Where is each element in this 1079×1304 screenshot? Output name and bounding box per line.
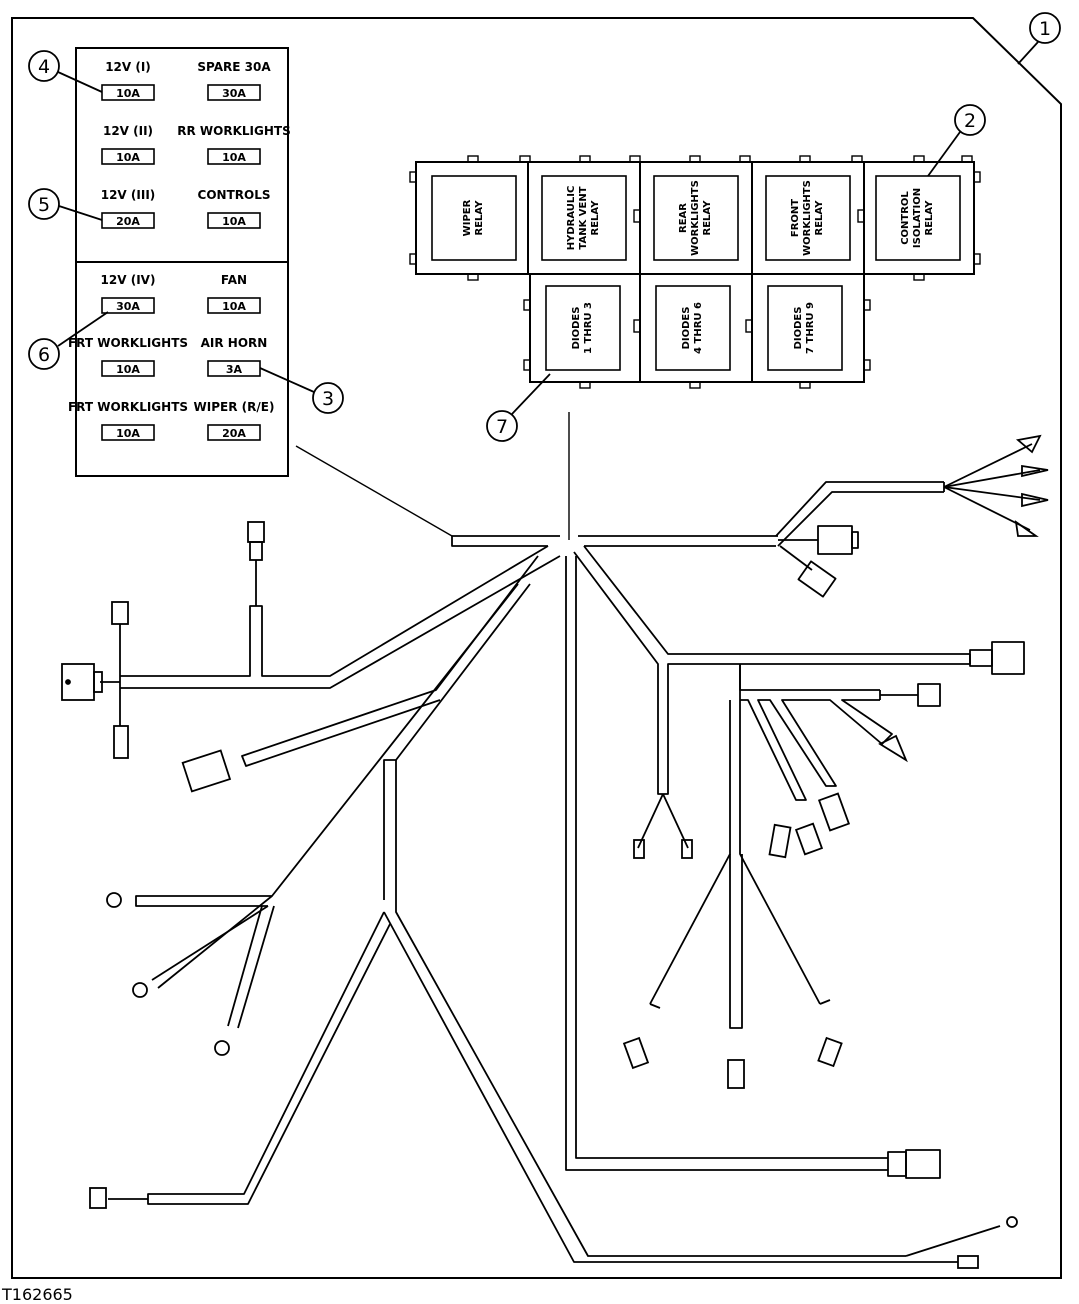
fuse-label: RR WORKLIGHTS: [177, 124, 290, 138]
callouts: [28, 12, 1061, 442]
fuse-label: FRT WORKLIGHTS: [68, 336, 188, 350]
fuse-label: FAN: [221, 273, 247, 287]
fuse-label: 12V (IV): [101, 273, 156, 287]
callout-numbers: 1 2 3 4 5 6 7: [38, 18, 1051, 438]
fuse-label: WIPER (R/E): [194, 400, 275, 414]
callout-number: 4: [38, 56, 50, 78]
wire-harness: [100, 412, 1041, 1263]
diode-label: DIODES1 THRU 3: [571, 302, 594, 354]
callout-number: 2: [964, 110, 976, 132]
relay-label: FRONTWORKLIGHTSRELAY: [790, 180, 825, 256]
relay-label: HYDRAULICTANK VENTRELAY: [566, 186, 601, 251]
callout-number: 7: [496, 416, 508, 438]
callout-number: 5: [38, 194, 50, 216]
fuse-value: 10A: [222, 300, 246, 313]
diode-label: DIODES4 THRU 6: [681, 302, 704, 354]
fuse-value: 10A: [116, 87, 140, 100]
fuse-value: 10A: [116, 427, 140, 440]
relay-block: [409, 155, 981, 389]
fuse-label: 12V (I): [105, 60, 151, 74]
fuse-block: 12V (I) 10A SPARE 30A 30A 12V (II) 10A R…: [68, 47, 291, 477]
fuse-label: AIR HORN: [201, 336, 268, 350]
fuse-value: 10A: [222, 151, 246, 164]
fuse-label: CONTROLS: [198, 188, 271, 202]
fuse-value: 20A: [116, 215, 140, 228]
relay-label: CONTROLISOLATIONRELAY: [900, 188, 935, 248]
relay-label: REARWORKLIGHTSRELAY: [678, 180, 713, 256]
fuse-value: 10A: [116, 151, 140, 164]
fuse-value: 30A: [116, 300, 140, 313]
fuse-value: 30A: [222, 87, 246, 100]
callout-number: 3: [322, 388, 334, 410]
connectors: [61, 434, 1049, 1269]
relay-label: WIPERRELAY: [462, 199, 485, 236]
relay-labels: WIPERRELAY HYDRAULICTANK VENTRELAY REARW…: [462, 180, 935, 354]
callout-number: 1: [1039, 18, 1051, 40]
diagram-frame: [11, 17, 1062, 1279]
fuse-value: 10A: [222, 215, 246, 228]
fuse-label: FRT WORKLIGHTS: [68, 400, 188, 414]
diode-label: DIODES7 THRU 9: [793, 302, 816, 354]
callout-number: 6: [38, 344, 50, 366]
fuse-label: 12V (III): [101, 188, 156, 202]
figure-id: T162665: [1, 1285, 73, 1304]
fuse-value: 10A: [116, 363, 140, 376]
fuse-value: 3A: [226, 363, 243, 376]
fuse-value: 20A: [222, 427, 246, 440]
fuse-label: 12V (II): [103, 124, 153, 138]
fuse-label: SPARE 30A: [197, 60, 271, 74]
